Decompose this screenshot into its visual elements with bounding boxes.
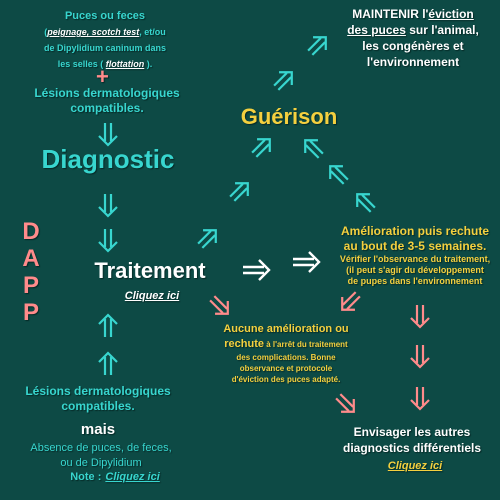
top-left-line4-end: ). bbox=[146, 59, 153, 69]
top-left-line3: de Dipylidium caninum dans bbox=[43, 43, 167, 53]
aucune-detail1: des complications. Bonne bbox=[236, 353, 336, 362]
flea-detection-text: Puces ou feces (peignage, scotch test, e… bbox=[12, 8, 198, 72]
arrow-right-2 bbox=[291, 250, 321, 274]
arrow-diag-3 bbox=[246, 131, 278, 163]
arrow-right-1 bbox=[241, 258, 271, 282]
absence-line1: Absence de puces, de feces, bbox=[30, 442, 172, 454]
dapp-letter: A bbox=[22, 245, 40, 272]
arrow-down-1 bbox=[97, 121, 119, 147]
arrow-diag-5 bbox=[268, 64, 300, 96]
top-left-line2-rest: , et/ou bbox=[139, 27, 166, 37]
lesions-bottom-line2: compatibles. bbox=[61, 399, 135, 413]
lesions-top-line2: compatibles. bbox=[70, 101, 144, 115]
flottation-link[interactable]: flottation bbox=[105, 59, 145, 69]
arrow-diag-8 bbox=[349, 186, 381, 218]
arrow-diag-6 bbox=[297, 132, 329, 164]
aucune-detail2: observance et protocole bbox=[239, 364, 333, 373]
absence-text: Absence de puces, de feces, ou de Dipyli… bbox=[8, 441, 194, 471]
arrow-down-3 bbox=[97, 227, 119, 253]
dapp-letter: D bbox=[22, 218, 40, 245]
peignage-link[interactable]: peignage, scotch test bbox=[47, 27, 140, 37]
note-cliquez-ici-link[interactable]: Cliquez ici bbox=[105, 471, 160, 483]
arrow-pink-5 bbox=[409, 385, 431, 411]
amelioration-line2: au bout de 3-5 semaines. bbox=[343, 239, 487, 253]
maintenir-line1: MAINTENIR l'éviction bbox=[330, 6, 496, 22]
note-line: Note :Cliquez ici bbox=[50, 471, 180, 483]
aucune-amelioration-text: Aucune amélioration ou rechute à l'arrêt… bbox=[206, 322, 366, 385]
lesions-top-line1: Lésions dermatologiques bbox=[34, 86, 180, 100]
lesions-bottom-text: Lésions dermatologiques compatibles. bbox=[10, 384, 186, 414]
envisager-line1: Envisager les autres bbox=[353, 425, 471, 439]
top-left-line4: les selles ( flottation ). bbox=[12, 56, 198, 72]
note-label: Note : bbox=[70, 471, 102, 483]
top-left-line4-start: les selles ( bbox=[57, 59, 104, 69]
aucune-detail3: d'éviction des puces adapté. bbox=[231, 375, 341, 384]
arrow-diag-2 bbox=[224, 175, 256, 207]
des-puces-link[interactable]: des puces bbox=[347, 23, 406, 37]
amelioration-line1: Amélioration puis rechute bbox=[340, 224, 490, 238]
paren-open: ( bbox=[44, 27, 48, 37]
eviction-link[interactable]: éviction bbox=[428, 7, 474, 21]
envisager-cliquez-ici-link[interactable]: Cliquez ici bbox=[387, 460, 443, 472]
maintenir-line2-rest: sur l'animal, bbox=[405, 23, 479, 37]
amelioration-detail3: de pupes dans l'environnement bbox=[347, 276, 483, 286]
maintenir-line1-start: MAINTENIR l' bbox=[352, 7, 429, 21]
dapp-letter: P bbox=[22, 272, 39, 299]
traitement-cliquez-ici-link[interactable]: Cliquez ici bbox=[124, 290, 180, 302]
arrow-down-2 bbox=[97, 192, 119, 218]
guerison-label: Guérison bbox=[240, 104, 338, 129]
diagnostic-label: Diagnostic bbox=[41, 144, 175, 174]
arrow-diag-7 bbox=[322, 158, 354, 190]
arrow-pink-6 bbox=[330, 388, 362, 420]
lesions-bottom-line1: Lésions dermatologiques bbox=[25, 384, 171, 398]
top-left-line2: (peignage, scotch test, et/ou bbox=[12, 24, 198, 40]
dapp-vertical-label: D A P P bbox=[14, 218, 48, 326]
arrow-pink-1 bbox=[204, 290, 236, 322]
arrow-up-1 bbox=[97, 313, 119, 339]
dapp-letter: P bbox=[22, 299, 39, 326]
maintenir-line4: l'environnement bbox=[366, 55, 460, 69]
maintenir-line3: les congénères et bbox=[362, 39, 464, 53]
mais-label: mais bbox=[80, 421, 116, 438]
amelioration-detail1: Vérifier l'observance du traitement, bbox=[339, 254, 491, 264]
aucune-line1: Aucune amélioration ou bbox=[223, 323, 349, 335]
lesions-top-text: Lésions dermatologiques compatibles. bbox=[12, 86, 202, 116]
plus-sign: + bbox=[96, 64, 109, 89]
aucune-line2-small: à l'arrêt du traitement bbox=[264, 340, 348, 349]
envisager-text: Envisager les autres diagnostics différe… bbox=[326, 424, 498, 456]
maintenir-text: MAINTENIR l'éviction des puces sur l'ani… bbox=[330, 6, 496, 70]
arrow-pink-2 bbox=[334, 286, 366, 318]
absence-line2: ou de Dipylidium bbox=[60, 457, 142, 469]
arrow-pink-3 bbox=[409, 303, 431, 329]
maintenir-line2: des puces sur l'animal, bbox=[330, 22, 496, 38]
arrow-diag-4 bbox=[302, 29, 334, 61]
arrow-diag-1 bbox=[192, 222, 224, 254]
amelioration-detail2: (il peut s'agir du développement bbox=[346, 265, 484, 275]
traitement-label: Traitement bbox=[94, 258, 206, 283]
aucune-line2: rechute à l'arrêt du traitement bbox=[206, 337, 366, 352]
amelioration-rechute-text: Amélioration puis rechute au bout de 3-5… bbox=[332, 224, 498, 287]
top-left-line1: Puces ou feces bbox=[64, 10, 146, 22]
aucune-rechute: rechute bbox=[224, 338, 265, 350]
arrow-up-2 bbox=[97, 351, 119, 377]
envisager-line2: diagnostics différentiels bbox=[342, 441, 482, 455]
arrow-pink-4 bbox=[409, 343, 431, 369]
